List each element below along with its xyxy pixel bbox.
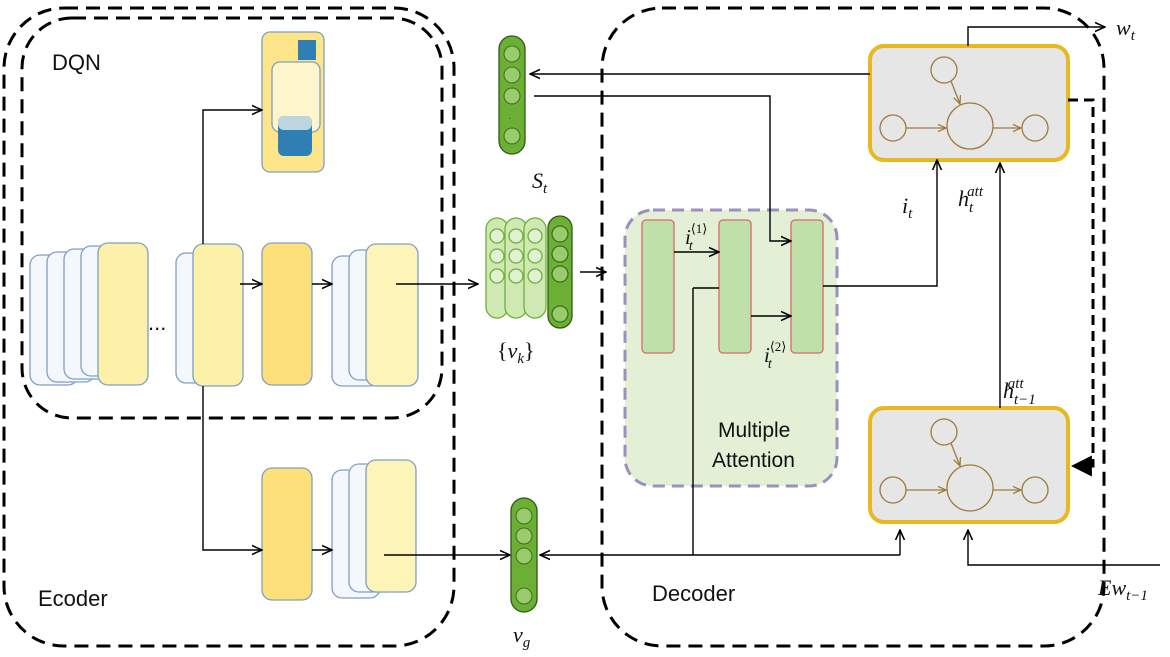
- decoder-region: [600, 6, 1106, 648]
- dqn-label: DQN: [52, 50, 101, 75]
- w-t-label: wt: [1116, 15, 1136, 44]
- encoder-arrows: [202, 110, 510, 555]
- v-k-label: {vk}: [497, 338, 535, 367]
- conv-map-3: [261, 242, 313, 386]
- h-att-t1-label: ht−1att: [1003, 376, 1036, 408]
- encoder-label: Ecoder: [38, 586, 108, 611]
- lstm-cell-bottom: [868, 406, 1070, 524]
- decoder-label: Decoder: [652, 581, 735, 606]
- v-g-label: vg: [513, 622, 531, 651]
- conv-stack-2: [175, 243, 244, 387]
- conv-stack-4: [331, 243, 419, 387]
- lstm-cell-top: [868, 44, 1070, 162]
- i-t2-label: it⟨2⟩: [764, 339, 786, 372]
- input-feature-stack: [29, 242, 149, 386]
- global-map-1: [261, 467, 313, 601]
- i-t-label: it: [902, 193, 913, 222]
- global-stack: [331, 459, 417, 599]
- encoder-region: [2, 6, 456, 648]
- decoder-arrows: [530, 27, 1160, 566]
- h-att-t-label: htatt: [958, 184, 984, 216]
- ellipsis: ...: [148, 310, 166, 335]
- recurrent-dashed-arrow: [1068, 98, 1095, 477]
- s-t-vector: ·: [498, 35, 526, 155]
- svg-text:·: ·: [508, 114, 511, 125]
- s-t-label: St: [532, 168, 548, 197]
- dqn-region: [20, 16, 444, 420]
- multiple-attention-label-1: Multiple: [718, 419, 790, 442]
- i-t1-label: it⟨1⟩: [685, 221, 707, 254]
- v-g-vector: [510, 497, 538, 613]
- attention-slot-3: [790, 219, 824, 354]
- ew-t1-label: Ewt−1: [1097, 575, 1148, 604]
- v-k-vectors: [485, 215, 573, 329]
- attention-slot-2: [718, 219, 752, 354]
- attention-slot-1: [641, 219, 675, 354]
- multiple-attention-label-2: Attention: [712, 449, 795, 472]
- dqn-output-block: [261, 31, 325, 173]
